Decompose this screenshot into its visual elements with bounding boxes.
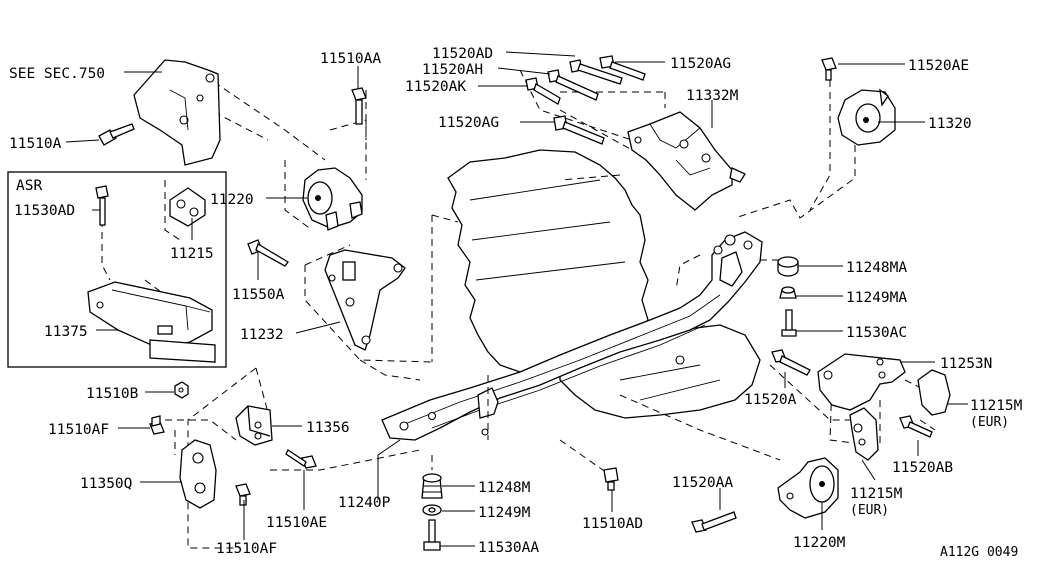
- insulator-11248ma: [777, 256, 799, 277]
- bolt-11510a: [98, 123, 135, 146]
- asr-section: ASR: [7, 171, 227, 368]
- bracket-11232: [324, 249, 406, 351]
- label-11215: 11215: [170, 246, 214, 262]
- label-11520ab: 11520AB: [892, 460, 953, 476]
- label-11249ma: 11249MA: [846, 290, 907, 306]
- engine-mount-11220: [302, 167, 363, 231]
- label-11520ae: 11520AE: [908, 58, 969, 74]
- label-11320: 11320: [928, 116, 972, 132]
- insulator-11215m-mid: [849, 407, 879, 461]
- label-11248m: 11248M: [478, 480, 531, 496]
- label-11510af-bot: 11510AF: [216, 541, 277, 557]
- label-11530ad: 11530AD: [14, 203, 75, 219]
- label-11530ac: 11530AC: [846, 325, 907, 341]
- bolt-11520aa: [691, 511, 737, 533]
- label-11510aa: 11510AA: [320, 51, 381, 67]
- label-11550a: 11550A: [232, 287, 285, 303]
- label-11510b: 11510B: [86, 386, 139, 402]
- leader-lines: [65, 51, 968, 547]
- bracket-11253n: [817, 353, 906, 411]
- label-11510a: 11510A: [9, 136, 62, 152]
- label-11375: 11375: [44, 324, 88, 340]
- label-11520aa: 11520AA: [672, 475, 733, 491]
- bolt-11530ac: [781, 309, 797, 337]
- nut-11510b: [174, 381, 189, 399]
- bolt-11510ad: [603, 467, 619, 491]
- bolt-11530aa: [423, 519, 441, 551]
- label-11215m-mid: 11215M: [850, 486, 903, 502]
- bolt-11510af-top: [149, 415, 165, 435]
- bolt-11510ae: [285, 449, 317, 469]
- label-11215m-right: 11215M: [970, 398, 1023, 414]
- label-11520ak: 11520AK: [405, 79, 466, 95]
- washer-11249m: [422, 504, 442, 516]
- label-11356: 11356: [306, 420, 350, 436]
- label-11248ma: 11248MA: [846, 260, 907, 276]
- label-11350q: 11350Q: [80, 476, 132, 492]
- label-eur-right: (EUR): [970, 415, 1009, 430]
- label-11232: 11232: [240, 327, 284, 343]
- label-11510ae: 11510AE: [266, 515, 327, 531]
- label-11520ag-top: 11520AG: [670, 56, 731, 72]
- label-11332m: 11332M: [686, 88, 739, 104]
- bolts-11520-group: [525, 55, 646, 145]
- label-eur-mid: (EUR): [850, 503, 889, 518]
- part-labels: SEE SEC.750 11510A 11510AA 11520AD 11520…: [9, 46, 1023, 560]
- diagram-code: A112G 0049: [940, 545, 1018, 560]
- label-11253n: 11253N: [940, 356, 992, 372]
- label-11220m: 11220M: [793, 535, 846, 551]
- body-bracket-sec750: [133, 59, 221, 166]
- label-11520ah: 11520AH: [422, 62, 483, 78]
- label-11520ad: 11520AD: [432, 46, 493, 62]
- label-11520ag-mid: 11520AG: [438, 115, 499, 131]
- insulator-11215m-right: [917, 369, 951, 416]
- label-11240p: 11240P: [338, 495, 391, 511]
- bolt-11510aa: [351, 87, 367, 125]
- bracket-11356: [235, 405, 273, 446]
- mount-11350q: [179, 439, 217, 509]
- engine-mount-11220m: [777, 457, 839, 519]
- label-see-sec-750: SEE SEC.750: [9, 66, 105, 82]
- label-11510af-top: 11510AF: [48, 422, 109, 438]
- label-11530aa: 11530AA: [478, 540, 539, 556]
- bolt-11520ab: [899, 415, 933, 438]
- bolt-11520ae: [821, 57, 837, 81]
- label-11220: 11220: [210, 192, 254, 208]
- bolt-11510af-bot: [235, 483, 251, 506]
- label-11510ad: 11510AD: [582, 516, 643, 532]
- asr-box-title: ASR: [16, 178, 42, 194]
- bolt-11550a: [247, 239, 289, 267]
- label-11520a: 11520A: [744, 392, 797, 408]
- engine-mount-11320: [837, 88, 896, 146]
- bushing-11215: [169, 187, 206, 227]
- bolt-11520a: [771, 349, 811, 376]
- bracket-11332m: [627, 111, 746, 211]
- washer-11249ma: [779, 286, 797, 299]
- asr-unit-11375: [87, 281, 216, 363]
- insulator-11248m: [421, 473, 443, 499]
- label-11249m: 11249M: [478, 505, 531, 521]
